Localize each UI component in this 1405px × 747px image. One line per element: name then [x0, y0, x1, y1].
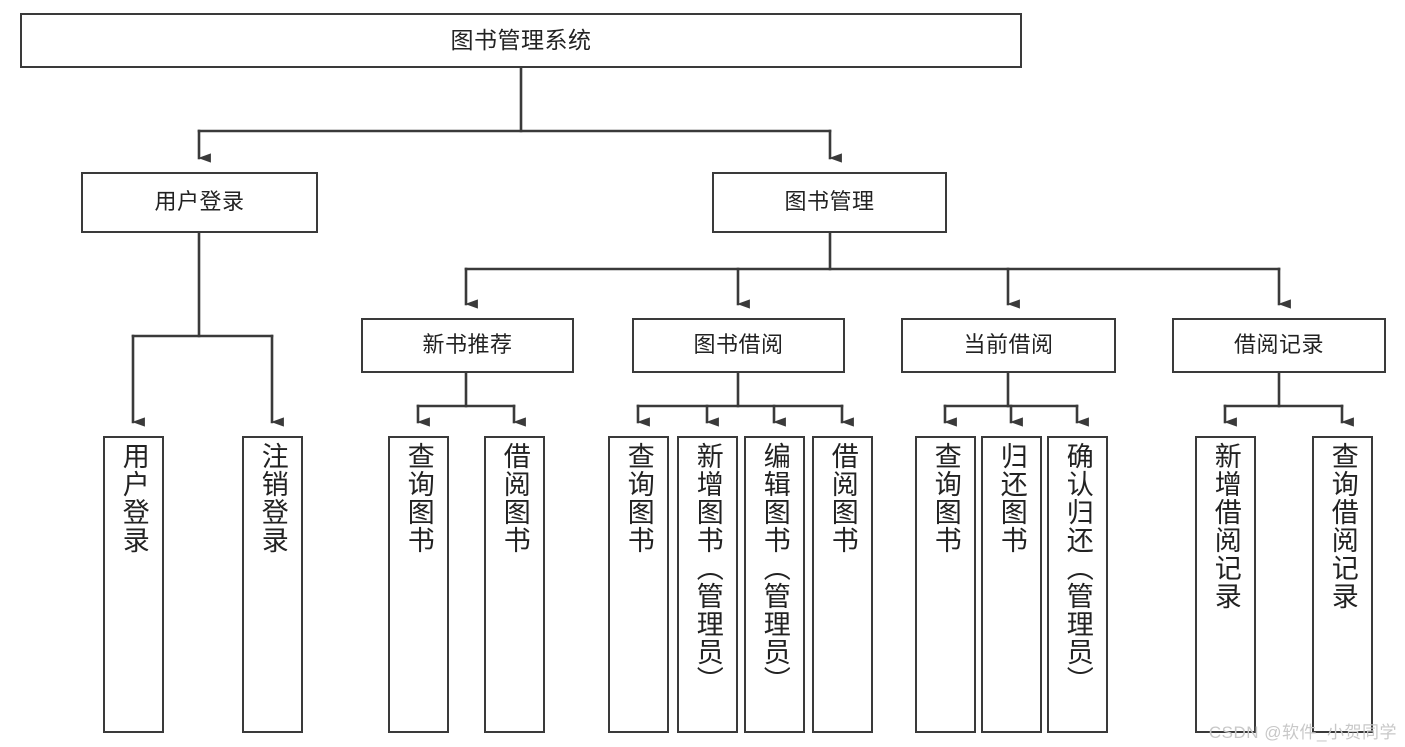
leaf-new-book-query-label: 查询图书 [403, 442, 434, 554]
node-user-login-label: 用户登录 [154, 189, 245, 215]
node-new-book-recommend[interactable]: 新书推荐 [361, 318, 574, 373]
node-borrow-record[interactable]: 借阅记录 [1172, 318, 1386, 373]
leaf-user-login-login-label: 用户登录 [118, 442, 149, 554]
node-new-book-recommend-label: 新书推荐 [422, 332, 513, 358]
leaf-user-login-logout-label: 注销登录 [257, 442, 288, 554]
leaf-borrow-add-book-label: 新增图书（管理员） [692, 442, 723, 694]
leaf-user-login-logout[interactable]: 注销登录 [242, 436, 303, 733]
leaf-borrow-query-book-label: 查询图书 [623, 442, 654, 554]
node-book-borrow-label: 图书借阅 [693, 332, 784, 358]
leaf-record-query[interactable]: 查询借阅记录 [1312, 436, 1373, 733]
node-current-borrow-label: 当前借阅 [963, 332, 1054, 358]
leaf-current-query-book[interactable]: 查询图书 [915, 436, 976, 733]
leaf-borrow-query-book[interactable]: 查询图书 [608, 436, 669, 733]
node-current-borrow[interactable]: 当前借阅 [901, 318, 1116, 373]
node-book-management[interactable]: 图书管理 [712, 172, 947, 233]
leaf-current-confirm-return-label: 确认归还（管理员） [1062, 442, 1093, 694]
leaf-new-book-borrow[interactable]: 借阅图书 [484, 436, 545, 733]
leaf-record-query-label: 查询借阅记录 [1327, 442, 1358, 610]
node-book-management-label: 图书管理 [784, 189, 875, 215]
leaf-borrow-add-book[interactable]: 新增图书（管理员） [677, 436, 738, 733]
leaf-borrow-borrow-book-label: 借阅图书 [827, 442, 858, 554]
node-root-system[interactable]: 图书管理系统 [20, 13, 1022, 68]
leaf-record-add[interactable]: 新增借阅记录 [1195, 436, 1256, 733]
leaf-record-add-label: 新增借阅记录 [1210, 442, 1241, 610]
leaf-user-login-login[interactable]: 用户登录 [103, 436, 164, 733]
leaf-new-book-query[interactable]: 查询图书 [388, 436, 449, 733]
node-root-system-label: 图书管理系统 [450, 26, 592, 53]
node-borrow-record-label: 借阅记录 [1233, 332, 1324, 358]
leaf-borrow-edit-book[interactable]: 编辑图书（管理员） [744, 436, 805, 733]
leaf-borrow-borrow-book[interactable]: 借阅图书 [812, 436, 873, 733]
leaf-current-confirm-return[interactable]: 确认归还（管理员） [1047, 436, 1108, 733]
node-user-login[interactable]: 用户登录 [81, 172, 318, 233]
leaf-current-return-book-label: 归还图书 [996, 442, 1027, 554]
csdn-watermark: CSDN @软件_小贺同学 [1208, 723, 1397, 742]
leaf-new-book-borrow-label: 借阅图书 [499, 442, 530, 554]
leaf-current-return-book[interactable]: 归还图书 [981, 436, 1042, 733]
node-book-borrow[interactable]: 图书借阅 [632, 318, 845, 373]
leaf-current-query-book-label: 查询图书 [930, 442, 961, 554]
leaf-borrow-edit-book-label: 编辑图书（管理员） [759, 442, 790, 694]
